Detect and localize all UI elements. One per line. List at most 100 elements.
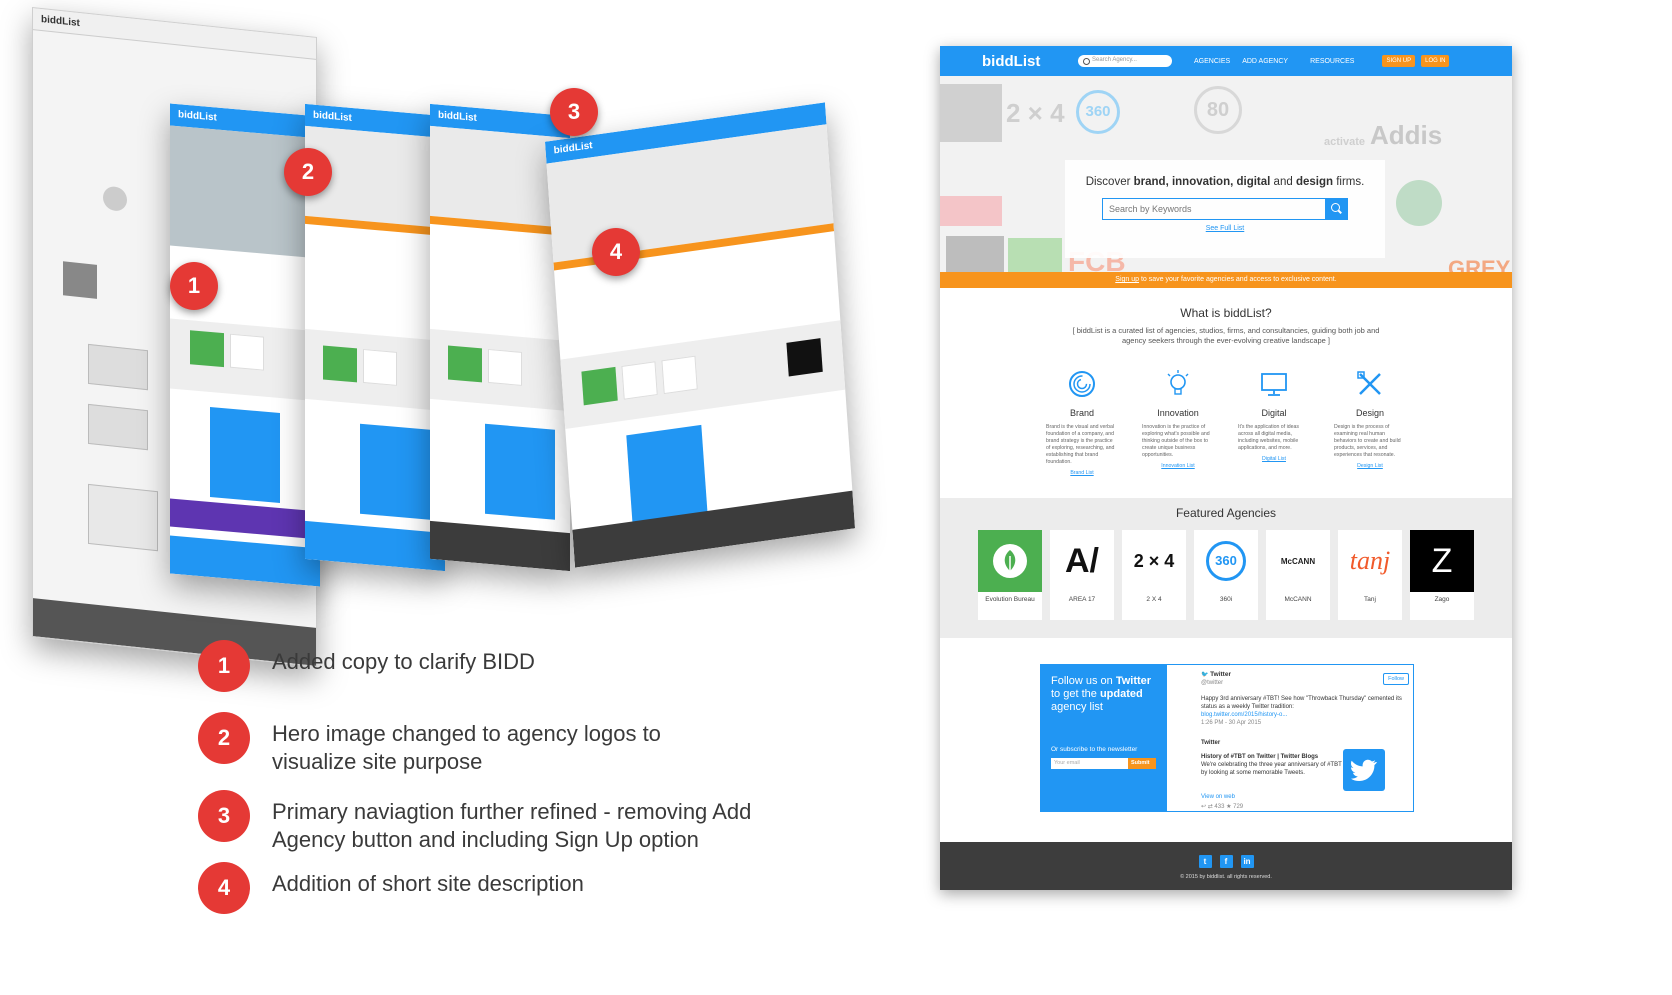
pillar-innovation: Innovation Innovation is the practice of… [1130,370,1226,476]
agency-card[interactable]: A/ AREA 17 [1050,530,1114,620]
pillar-list: Brand Brand is the visual and verbal fou… [940,370,1512,476]
signup-banner-link[interactable]: Sign up [1115,276,1140,283]
hero-title: Discover brand, innovation, digital and … [1085,176,1365,188]
agency-card[interactable]: Z Zago [1410,530,1474,620]
logo-tile-gray [940,84,1002,142]
tweet-card-title: History of #TBT on Twitter | Twitter Blo… [1201,754,1319,760]
submit-button[interactable]: Submit [1128,758,1156,769]
tweet-actions[interactable]: ↩ ⇄ 433 ★ 729 [1201,804,1244,810]
brand-icon [1034,370,1130,400]
placeholder-circle [103,185,127,213]
pillar-link[interactable]: Design List [1357,463,1383,469]
nav-search-input[interactable]: Search Agency... [1078,55,1172,67]
agency-name: Zago [1434,596,1450,603]
agency-card[interactable]: Evolution Bureau [978,530,1042,620]
hero-logo-addis: Addis [1370,120,1443,150]
annotation-text: Added copy to clarify BIDD [272,649,535,674]
mock-footer [305,520,445,572]
monitor-icon [1226,370,1322,400]
pillar-title: Brand [1069,408,1095,418]
agency-name: McCANN [1284,596,1312,603]
agency-card[interactable]: tanj Tanj [1338,530,1402,620]
pillar-text: Innovation is the practice of exploring … [1142,424,1210,458]
tweet-follow-button[interactable]: Follow [1383,673,1409,685]
annotation-number: 1 [198,640,250,692]
mock-tile [363,348,397,386]
see-full-list-link[interactable]: See Full List [1205,225,1245,232]
annotation-item: 1 Added copy to clarify BIDD [198,640,535,692]
tweet-text: Happy 3rd anniversary #TBT! See how "Thr… [1201,696,1402,710]
pillar-title: Digital [1261,408,1287,418]
view-on-web-link[interactable]: View on web [1201,794,1235,800]
facebook-icon[interactable]: f [1219,855,1233,868]
agency-card[interactable]: 2 × 4 2 X 4 [1122,530,1186,620]
annotation-number: 3 [198,790,250,842]
keyword-search: Search by Keywords [1102,198,1348,220]
agency-logo: 2 × 4 [1133,550,1175,571]
annotation-item: 2 Hero image changed to agency logos to … [198,712,698,776]
wireframe-mock-4: biddList [544,102,856,568]
pillar-link[interactable]: Innovation List [1161,463,1195,469]
design-tools-icon [1322,370,1418,400]
hero-search-card: Discover brand, innovation, digital and … [1065,160,1385,258]
mock-tile [190,330,224,368]
signup-banner: Sign up to save your favorite agencies a… [940,272,1512,288]
featured-heading: Featured Agencies [1175,506,1277,520]
about-section: What is biddList? [ biddList is a curate… [940,288,1512,498]
hero-logo-grey: GREY [1448,256,1511,272]
placeholder-image [88,343,148,391]
mock-tile [448,345,482,383]
agency-card[interactable]: McCANN McCANN [1266,530,1330,620]
hero-logo-80: 80 [1194,86,1242,134]
logo-tile-green-circle [1396,180,1442,226]
agency-name: 2 X 4 [1146,596,1162,603]
mock-tile [621,361,658,400]
tweet-author: 🐦 Twitter@twitter [1201,671,1231,686]
site-logo[interactable]: biddList [982,52,1041,70]
subscribe-text: Or subscribe to the newsletter [1051,746,1138,753]
signup-button[interactable]: SIGN UP [1382,55,1416,67]
annotation-text: Hero image changed to agency logos to vi… [272,721,661,774]
placeholder-twitter [88,483,158,552]
mock-twitter-box [210,406,280,504]
agency-name: Evolution Bureau [985,596,1035,603]
email-field[interactable]: Your email [1051,758,1128,769]
agency-logo: Z [1410,530,1474,592]
tweet-card[interactable]: History of #TBT on Twitter | Twitter Blo… [1201,753,1343,777]
nav-link-add-agency[interactable]: ADD AGENCY [1242,57,1289,65]
agency-logo: 360 [1206,541,1246,581]
agency-logo: tanj [1349,546,1391,575]
tweet-card-source: Twitter [1201,740,1221,746]
annotation-item: 3 Primary naviagtion further refined - r… [198,790,798,854]
annotation-number: 2 [198,712,250,764]
linkedin-icon[interactable]: in [1240,855,1254,868]
tweet-link[interactable]: blog.twitter.com/2015/history-o... [1201,712,1288,718]
agency-name: AREA 17 [1068,596,1096,603]
annotation-item: 4 Addition of short site description [198,862,584,914]
callout-badge-2: 2 [284,148,332,196]
nav-link-resources[interactable]: RESOURCES [1310,57,1355,65]
copyright-text: © 2015 by biddlist. all rights reserved. [1180,874,1272,880]
newsletter-panel: Follow us on Twitter to get the updated … [1041,665,1167,811]
nav-link-agencies[interactable]: AGENCIES [1194,57,1231,65]
homepage-mockup: biddList Search Agency... AGENCIES ADD A… [940,46,1512,890]
mock-tile [661,355,698,395]
logo-tile-green [1008,238,1062,272]
twitter-icon[interactable]: t [1198,855,1212,868]
mock-tile [581,366,618,406]
pillar-link[interactable]: Brand List [1070,470,1094,476]
annotation-number: 4 [198,862,250,914]
search-button[interactable] [1325,199,1347,219]
featured-agencies: Featured Agencies Evolution Bureau A/ AR… [940,498,1512,638]
mock-ad [170,498,320,540]
agency-card[interactable]: 360 360i [1194,530,1258,620]
hero-logo-2x4: 2 × 4 [1006,98,1065,128]
leaf-icon [978,530,1042,592]
pillar-link[interactable]: Digital List [1262,456,1286,462]
logo-tile-dark [946,236,1004,272]
login-button[interactable]: LOG IN [1421,55,1450,67]
keyword-search-input[interactable]: Search by Keywords [1109,204,1192,214]
site-footer: t f in © 2015 by biddlist. all rights re… [940,842,1512,890]
follow-us-text: Follow us on Twitter to get the updated … [1051,675,1152,713]
